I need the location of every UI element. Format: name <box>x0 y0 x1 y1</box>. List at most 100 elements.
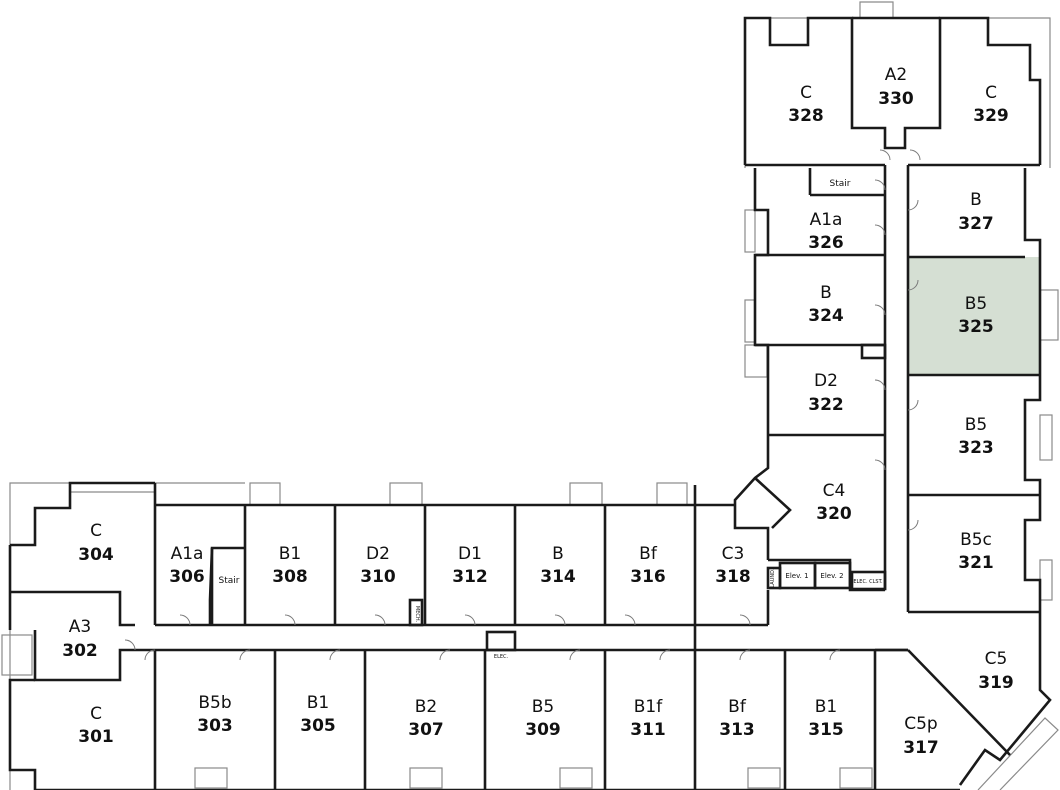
room-320[interactable]: C4 320 <box>816 481 852 524</box>
room-number-label: 323 <box>958 438 994 458</box>
room-329[interactable]: C 329 <box>973 83 1009 126</box>
room-type-label: C5p <box>904 714 937 734</box>
room-type-label: A3 <box>69 617 91 637</box>
room-316[interactable]: Bf 316 <box>630 544 666 587</box>
room-number-label: 318 <box>715 567 751 587</box>
room-type-label: B <box>820 283 832 303</box>
room-number-label: 325 <box>958 317 994 337</box>
room-307[interactable]: B2 307 <box>408 697 444 740</box>
room-323[interactable]: B5 323 <box>958 415 994 458</box>
elec-closet-label: ELEC. CLST. <box>853 579 883 585</box>
room-type-label: B <box>970 190 982 210</box>
room-number-label: 328 <box>788 106 824 126</box>
room-number-label: 307 <box>408 720 444 740</box>
laundry-label: LAUND. <box>770 568 776 588</box>
room-325[interactable]: B5 325 <box>958 294 994 337</box>
room-number-label: 316 <box>630 567 666 587</box>
room-303[interactable]: B5b 303 <box>197 693 233 736</box>
room-type-label: B5 <box>965 415 987 435</box>
room-number-label: 324 <box>808 306 844 326</box>
room-number-label: 326 <box>808 233 844 253</box>
room-number-label: 303 <box>197 716 233 736</box>
room-306[interactable]: A1a 306 <box>169 544 205 587</box>
room-number-label: 301 <box>78 727 114 747</box>
walls <box>8 16 1052 790</box>
room-330[interactable]: A2 330 <box>878 65 914 109</box>
door-swings <box>124 149 921 661</box>
room-number-label: 320 <box>816 504 852 524</box>
room-319[interactable]: C5 319 <box>978 649 1014 693</box>
room-type-label: B5b <box>198 693 231 713</box>
room-type-label: C4 <box>823 481 846 501</box>
room-type-label: D2 <box>814 371 838 391</box>
room-type-label: B1f <box>634 697 663 717</box>
room-number-label: 315 <box>808 720 844 740</box>
room-type-label: B1 <box>815 697 837 717</box>
room-318[interactable]: C3 318 <box>715 544 751 587</box>
room-type-label: D1 <box>458 544 482 564</box>
room-type-label: Bf <box>728 697 747 717</box>
utility-labels: Stair Stair Elev. 1 Elev. 2 ELEC. CLST. … <box>219 179 884 660</box>
room-type-label: B5c <box>960 530 992 550</box>
stair-east-label: Stair <box>830 179 851 189</box>
room-type-label: C <box>800 83 812 103</box>
room-type-label: B1 <box>279 544 301 564</box>
room-317[interactable]: C5p 317 <box>903 714 939 758</box>
room-311[interactable]: B1f 311 <box>630 697 666 740</box>
room-321[interactable]: B5c 321 <box>958 530 994 573</box>
room-type-label: C <box>985 83 997 103</box>
room-type-label: C <box>90 521 102 541</box>
room-labels: C 328 A2 330 C 329 A1a 326 B 327 B 324 B… <box>62 65 1014 758</box>
room-322[interactable]: D2 322 <box>808 371 844 415</box>
room-number-label: 330 <box>878 89 914 109</box>
room-number-label: 302 <box>62 641 98 661</box>
room-number-label: 313 <box>719 720 755 740</box>
room-number-label: 317 <box>903 738 939 758</box>
room-315[interactable]: B1 315 <box>808 697 844 740</box>
room-number-label: 321 <box>958 553 994 573</box>
room-number-label: 319 <box>978 673 1014 693</box>
room-324[interactable]: B 324 <box>808 283 844 326</box>
room-number-label: 322 <box>808 395 844 415</box>
mech-label: MECH. <box>414 606 420 623</box>
room-number-label: 304 <box>78 545 114 565</box>
room-number-label: 305 <box>300 716 336 736</box>
room-number-label: 329 <box>973 106 1009 126</box>
room-number-label: 306 <box>169 567 205 587</box>
room-314[interactable]: B 314 <box>540 544 576 587</box>
room-301[interactable]: C 301 <box>78 704 114 747</box>
elevator-2-label: Elev. 2 <box>820 572 843 580</box>
elec-corridor-label: ELEC. <box>494 654 509 660</box>
room-302[interactable]: A3 302 <box>62 617 98 661</box>
room-type-label: B5 <box>965 294 987 314</box>
room-305[interactable]: B1 305 <box>300 693 336 736</box>
room-312[interactable]: D1 312 <box>452 544 488 587</box>
room-328[interactable]: C 328 <box>788 83 824 126</box>
room-type-label: D2 <box>366 544 390 564</box>
stair-west-label: Stair <box>219 576 240 586</box>
room-309[interactable]: B5 309 <box>525 697 561 740</box>
room-type-label: A1a <box>171 544 204 564</box>
room-number-label: 312 <box>452 567 488 587</box>
room-325-fill <box>908 257 1040 375</box>
elevator-1-label: Elev. 1 <box>785 572 808 580</box>
room-326[interactable]: A1a 326 <box>808 210 844 253</box>
room-310[interactable]: D2 310 <box>360 544 396 587</box>
room-308[interactable]: B1 308 <box>272 544 308 587</box>
room-number-label: 310 <box>360 567 396 587</box>
room-type-label: B1 <box>307 693 329 713</box>
room-number-label: 311 <box>630 720 666 740</box>
room-type-label: B2 <box>415 697 437 717</box>
room-type-label: C3 <box>722 544 745 564</box>
room-number-label: 309 <box>525 720 561 740</box>
room-type-label: C <box>90 704 102 724</box>
room-type-label: A1a <box>810 210 843 230</box>
room-327[interactable]: B 327 <box>958 190 994 234</box>
room-313[interactable]: Bf 313 <box>719 697 755 740</box>
room-304[interactable]: C 304 <box>78 521 114 565</box>
room-number-label: 308 <box>272 567 308 587</box>
room-type-label: B <box>552 544 564 564</box>
room-type-label: Bf <box>639 544 658 564</box>
